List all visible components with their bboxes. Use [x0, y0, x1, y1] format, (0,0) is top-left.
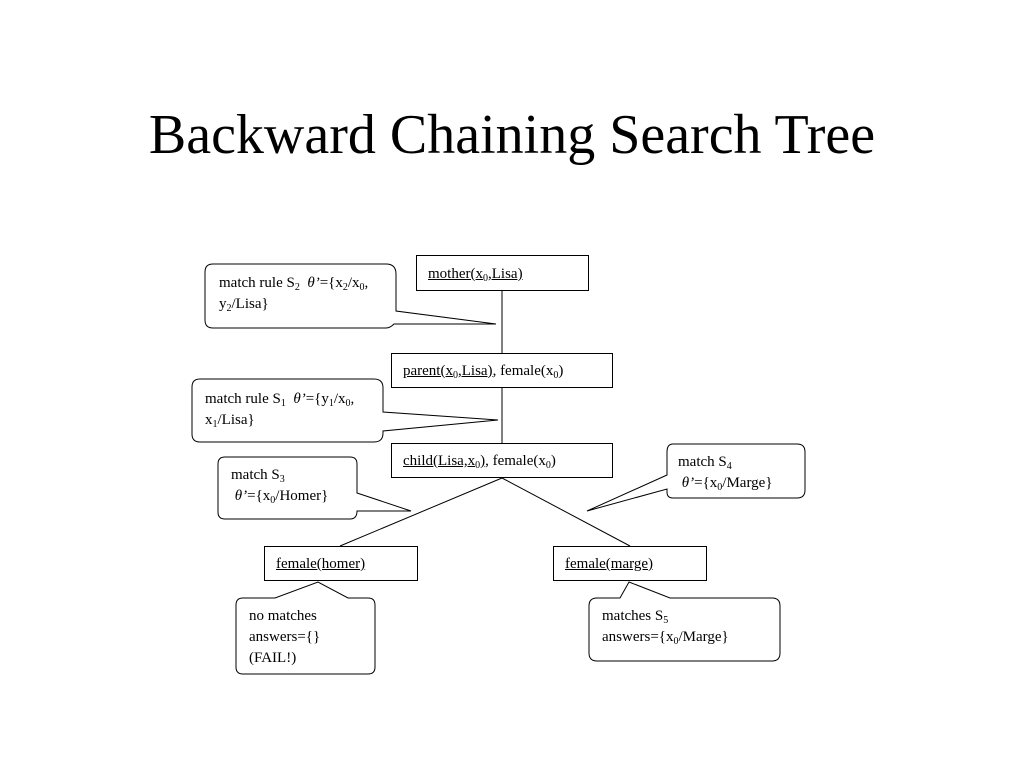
node-parent-rest: , female(x0)	[492, 363, 564, 381]
node-parent: parent(x0,Lisa), female(x0)	[391, 353, 613, 388]
edge-n2-right	[501, 477, 631, 547]
callout-rule-s1: match rule S1 θ’={y1/x0, x1/Lisa}	[205, 391, 355, 430]
node-child-goal: child(Lisa,x0)	[403, 453, 486, 471]
callout-matches-s5: matches S5 answers={x0/Marge}	[602, 608, 729, 647]
slide-title: Backward Chaining Search Tree	[148, 104, 876, 166]
edge-n2-left	[339, 477, 503, 547]
node-female-marge: female(marge)	[553, 546, 707, 581]
callout-match-s4: match S4 θ’={x0/Marge}	[678, 454, 773, 493]
callout-fail-shape	[235, 581, 376, 675]
node-child-rest: , female(x0)	[485, 453, 556, 471]
callout-s4-shape	[586, 443, 806, 512]
callout-rule-s1-shape	[191, 378, 499, 443]
callout-rule-s2: match rule S2 θ’={x2/x0, y2/Lisa}	[219, 275, 369, 314]
callout-no-matches: no matches answers={} (FAIL!)	[249, 608, 321, 666]
callout-success-shape	[588, 581, 781, 662]
node-parent-goal: parent(x0,Lisa)	[403, 363, 493, 381]
callout-match-s3: match S3 θ’={x0/Homer}	[231, 467, 329, 506]
node-female-homer: female(homer)	[264, 546, 418, 581]
node-mother: mother(x0,Lisa)	[416, 255, 589, 291]
node-mother-goal: mother(x0,Lisa)	[428, 266, 523, 284]
callout-s3-shape	[217, 456, 412, 520]
node-child: child(Lisa,x0), female(x0)	[391, 443, 613, 478]
callout-rule-s2-shape	[204, 263, 497, 329]
